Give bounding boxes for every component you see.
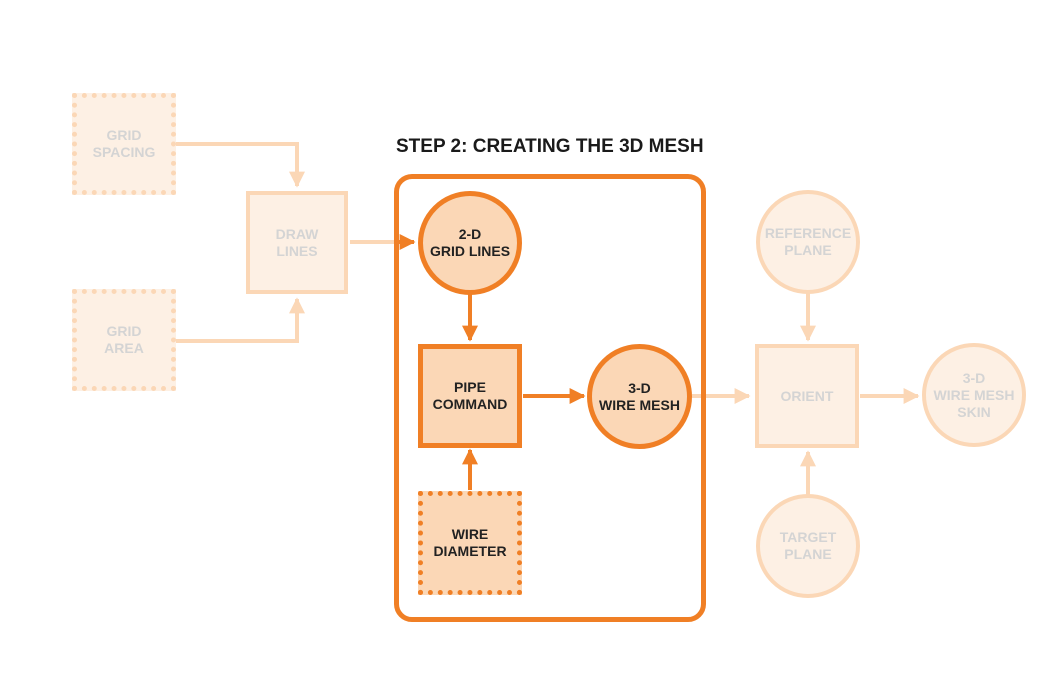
wire-diameter-label-line2: DIAMETER bbox=[433, 543, 507, 559]
draw-lines-label-line1: DRAW bbox=[275, 225, 319, 242]
step-title: STEP 2: CREATING THE 3D MESH bbox=[396, 136, 704, 157]
target-plane-label-line2: PLANE bbox=[784, 546, 832, 562]
orient-label: ORIENT bbox=[780, 387, 834, 404]
grid-lines-2d-label-line1: 2-D bbox=[458, 226, 482, 242]
wire-mesh-skin-label-line3: SKIN bbox=[957, 403, 991, 420]
grid-lines-2d-label-line2: GRID LINES bbox=[429, 243, 511, 259]
grid-area-label-line1: GRID bbox=[106, 323, 142, 339]
draw-lines-label-line2: LINES bbox=[276, 242, 318, 259]
edge-grid-area-to-draw-lines bbox=[176, 297, 305, 343]
reference-plane-label-line2: PLANE bbox=[784, 242, 832, 258]
pipe-command-label-line1: PIPE bbox=[454, 379, 486, 395]
wire-mesh-3d-label-line2: WIRE MESH bbox=[599, 396, 680, 413]
wire-diameter-label-line1: WIRE bbox=[451, 526, 489, 542]
orient-node: ORIENT bbox=[755, 344, 859, 448]
step-frame bbox=[394, 174, 706, 622]
reference-plane-label-line1: REFERENCE bbox=[764, 225, 852, 241]
wire-mesh-skin-label-line1: 3-D bbox=[962, 369, 986, 386]
edge-grid-spacing-to-draw-lines bbox=[176, 142, 305, 188]
grid-spacing-label-line2: SPACING bbox=[92, 144, 156, 160]
target-plane-label-line1: TARGET bbox=[779, 529, 837, 545]
grid-spacing-label-line1: GRID bbox=[106, 127, 142, 143]
wire-mesh-3d-label-line1: 3-D bbox=[628, 379, 651, 396]
pipe-command-label-line2: COMMAND bbox=[432, 396, 508, 412]
grid-area-label-line2: AREA bbox=[104, 340, 144, 356]
wire-mesh-skin-label-line2: WIRE MESH bbox=[933, 386, 1015, 403]
